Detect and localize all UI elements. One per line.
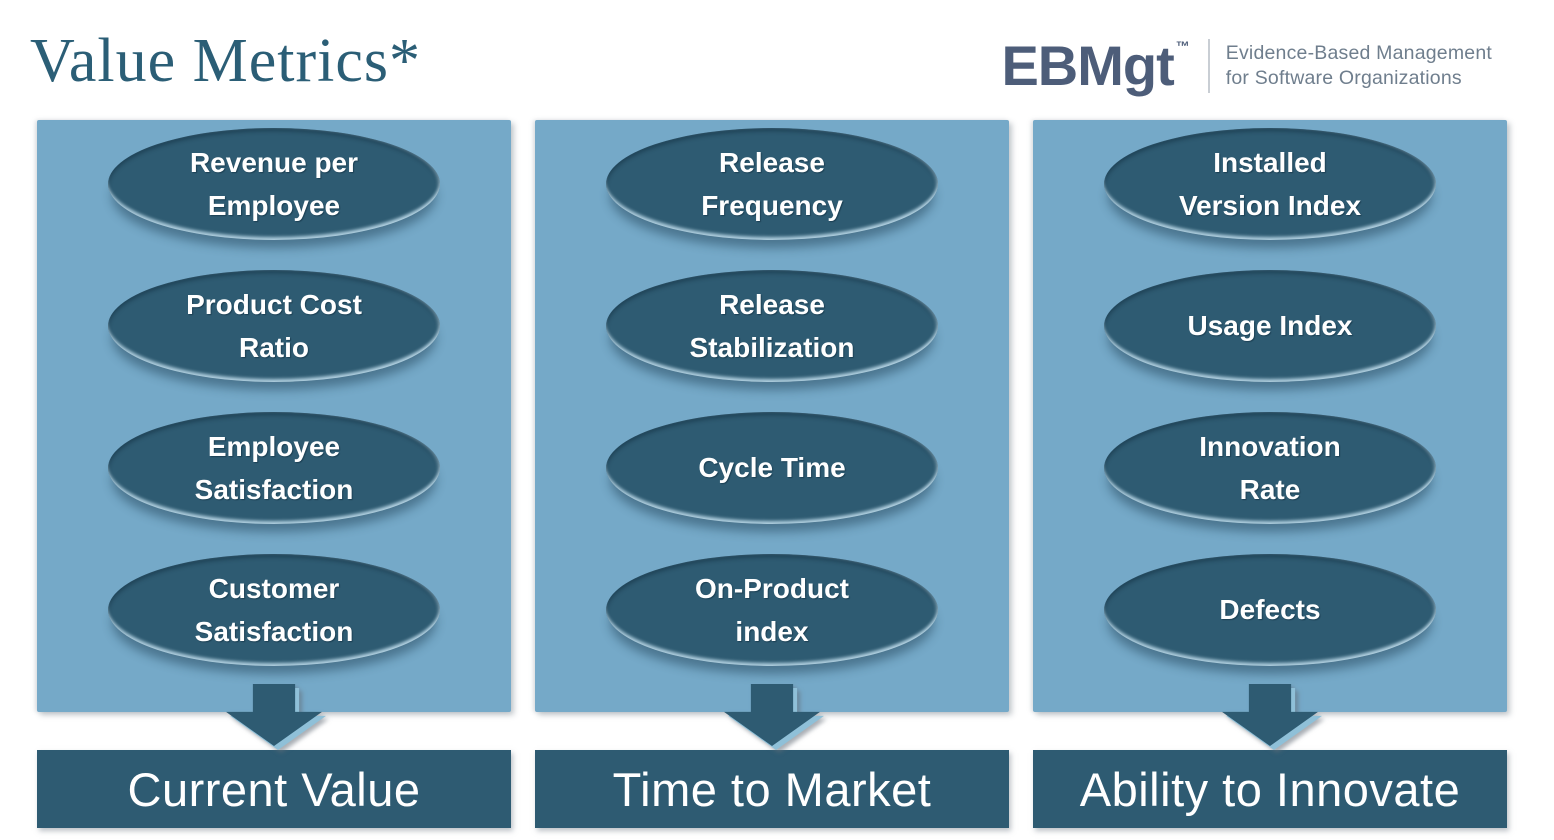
metric-label: Product Cost Ratio [186, 288, 362, 363]
down-arrow-fill [724, 684, 820, 746]
metric-label: Cycle Time [698, 452, 846, 484]
metric-label: Defects [1219, 594, 1321, 626]
metric-ellipse: On-Product index [606, 554, 938, 666]
category-label: Ability to Innovate [1079, 762, 1461, 816]
metrics-diagram: Revenue per Employee Product Cost Ratio … [37, 120, 1554, 828]
metric-ellipse: Product Cost Ratio [108, 270, 440, 382]
metrics-column-current-value: Revenue per Employee Product Cost Ratio … [37, 120, 511, 712]
metric-label: Release Stabilization [689, 288, 855, 363]
metric-ellipse: Revenue per Employee [108, 128, 440, 240]
metric-label: Release Frequency [701, 146, 843, 221]
logo-tagline-line2: for Software Organizations [1225, 67, 1462, 89]
metric-ellipse: Installed Version Index [1104, 128, 1436, 240]
down-arrow-icon [724, 684, 824, 750]
logo-tagline: Evidence-Based Management for Software O… [1226, 41, 1492, 91]
logo-wordmark: EBMgt [1001, 34, 1174, 97]
logo-tagline-line1: Evidence-Based Management [1225, 42, 1492, 65]
metric-label: Installed Version Index [1178, 146, 1362, 221]
metric-ellipse: Customer Satisfaction [108, 554, 440, 666]
metric-label: Usage Index [1187, 310, 1353, 342]
metric-ellipse: Cycle Time [606, 412, 938, 524]
category-label: Time to Market [612, 762, 932, 816]
category-banner-ability-to-innovate: Ability to Innovate [1033, 750, 1507, 828]
metrics-column-ability-to-innovate: Installed Version Index Usage Index Inno… [1033, 120, 1507, 712]
metric-ellipse: Release Stabilization [606, 270, 938, 382]
metrics-column-time-to-market: Release Frequency Release Stabilization … [535, 120, 1009, 712]
metric-ellipse: Innovation Rate [1104, 412, 1436, 524]
category-label: Current Value [127, 762, 421, 816]
category-banner-time-to-market: Time to Market [535, 750, 1009, 828]
down-arrow-fill [1222, 684, 1318, 746]
down-arrow-icon [226, 684, 326, 750]
down-arrow-fill [226, 684, 322, 746]
metric-label: On-Product index [695, 572, 849, 647]
metric-label: Employee Satisfaction [194, 430, 354, 505]
category-banner-current-value: Current Value [37, 750, 511, 828]
trademark-symbol: ™ [1175, 38, 1190, 54]
page-title: Value Metrics* [30, 27, 422, 95]
logo-divider [1207, 39, 1210, 93]
pillar-current-value: Revenue per Employee Product Cost Ratio … [37, 120, 511, 828]
metric-ellipse: Defects [1104, 554, 1436, 666]
metric-ellipse: Usage Index [1104, 270, 1436, 382]
metric-ellipse: Release Frequency [606, 128, 938, 240]
pillar-time-to-market: Release Frequency Release Stabilization … [535, 120, 1009, 828]
metric-label: Innovation Rate [1199, 430, 1341, 505]
metric-ellipse: Employee Satisfaction [108, 412, 440, 524]
metric-label: Revenue per Employee [189, 146, 359, 221]
down-arrow-icon [1222, 684, 1322, 750]
pillar-ability-to-innovate: Installed Version Index Usage Index Inno… [1033, 120, 1507, 828]
metric-label: Customer Satisfaction [194, 572, 354, 647]
